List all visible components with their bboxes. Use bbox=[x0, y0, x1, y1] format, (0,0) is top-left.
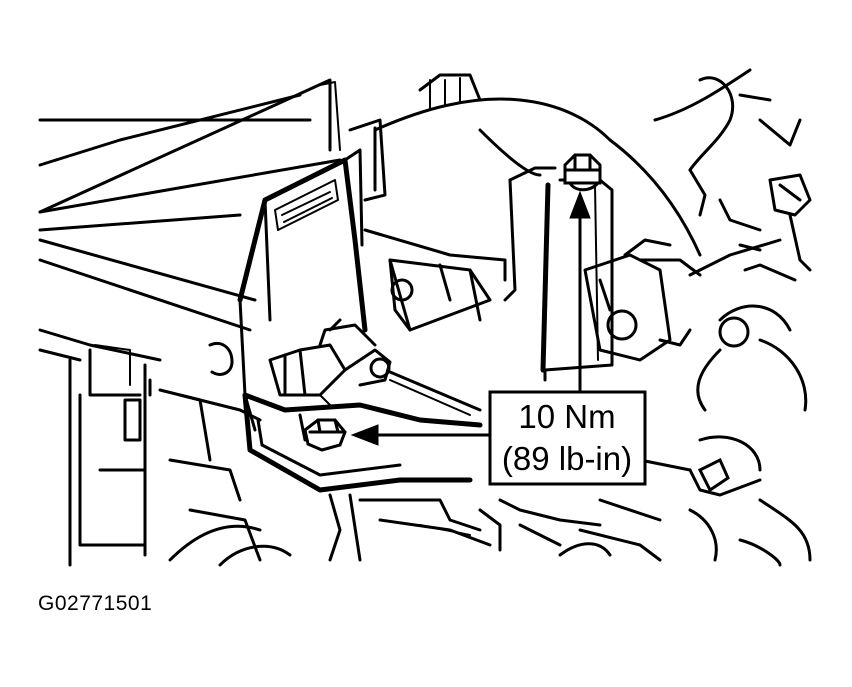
lower-nut bbox=[303, 418, 347, 452]
torque-value-metric: 10 Nm bbox=[518, 398, 615, 435]
arrow-up-icon bbox=[569, 190, 591, 219]
bottom-contours bbox=[168, 508, 782, 567]
arrow-left-icon bbox=[350, 424, 379, 446]
torque-callout: 10 Nm (89 lb-in) bbox=[488, 390, 647, 486]
right-mount-linkage bbox=[583, 173, 812, 412]
torque-leader-arrows bbox=[350, 190, 591, 446]
lower-right-bolt bbox=[638, 435, 812, 562]
engine-cover-contours bbox=[373, 68, 802, 257]
callout-box bbox=[488, 390, 647, 486]
torque-value-imperial: (89 lb-in) bbox=[502, 440, 632, 477]
sensor-connector bbox=[208, 318, 482, 416]
radiator-support-lines bbox=[38, 78, 342, 332]
bushing-block bbox=[388, 258, 492, 332]
mount-bracket-plate bbox=[237, 118, 507, 432]
left-frame-members bbox=[38, 328, 262, 567]
upper-stud-tower bbox=[503, 153, 614, 382]
lower-bracket-arm bbox=[242, 392, 662, 562]
figure-id: G02771501 bbox=[38, 592, 153, 615]
